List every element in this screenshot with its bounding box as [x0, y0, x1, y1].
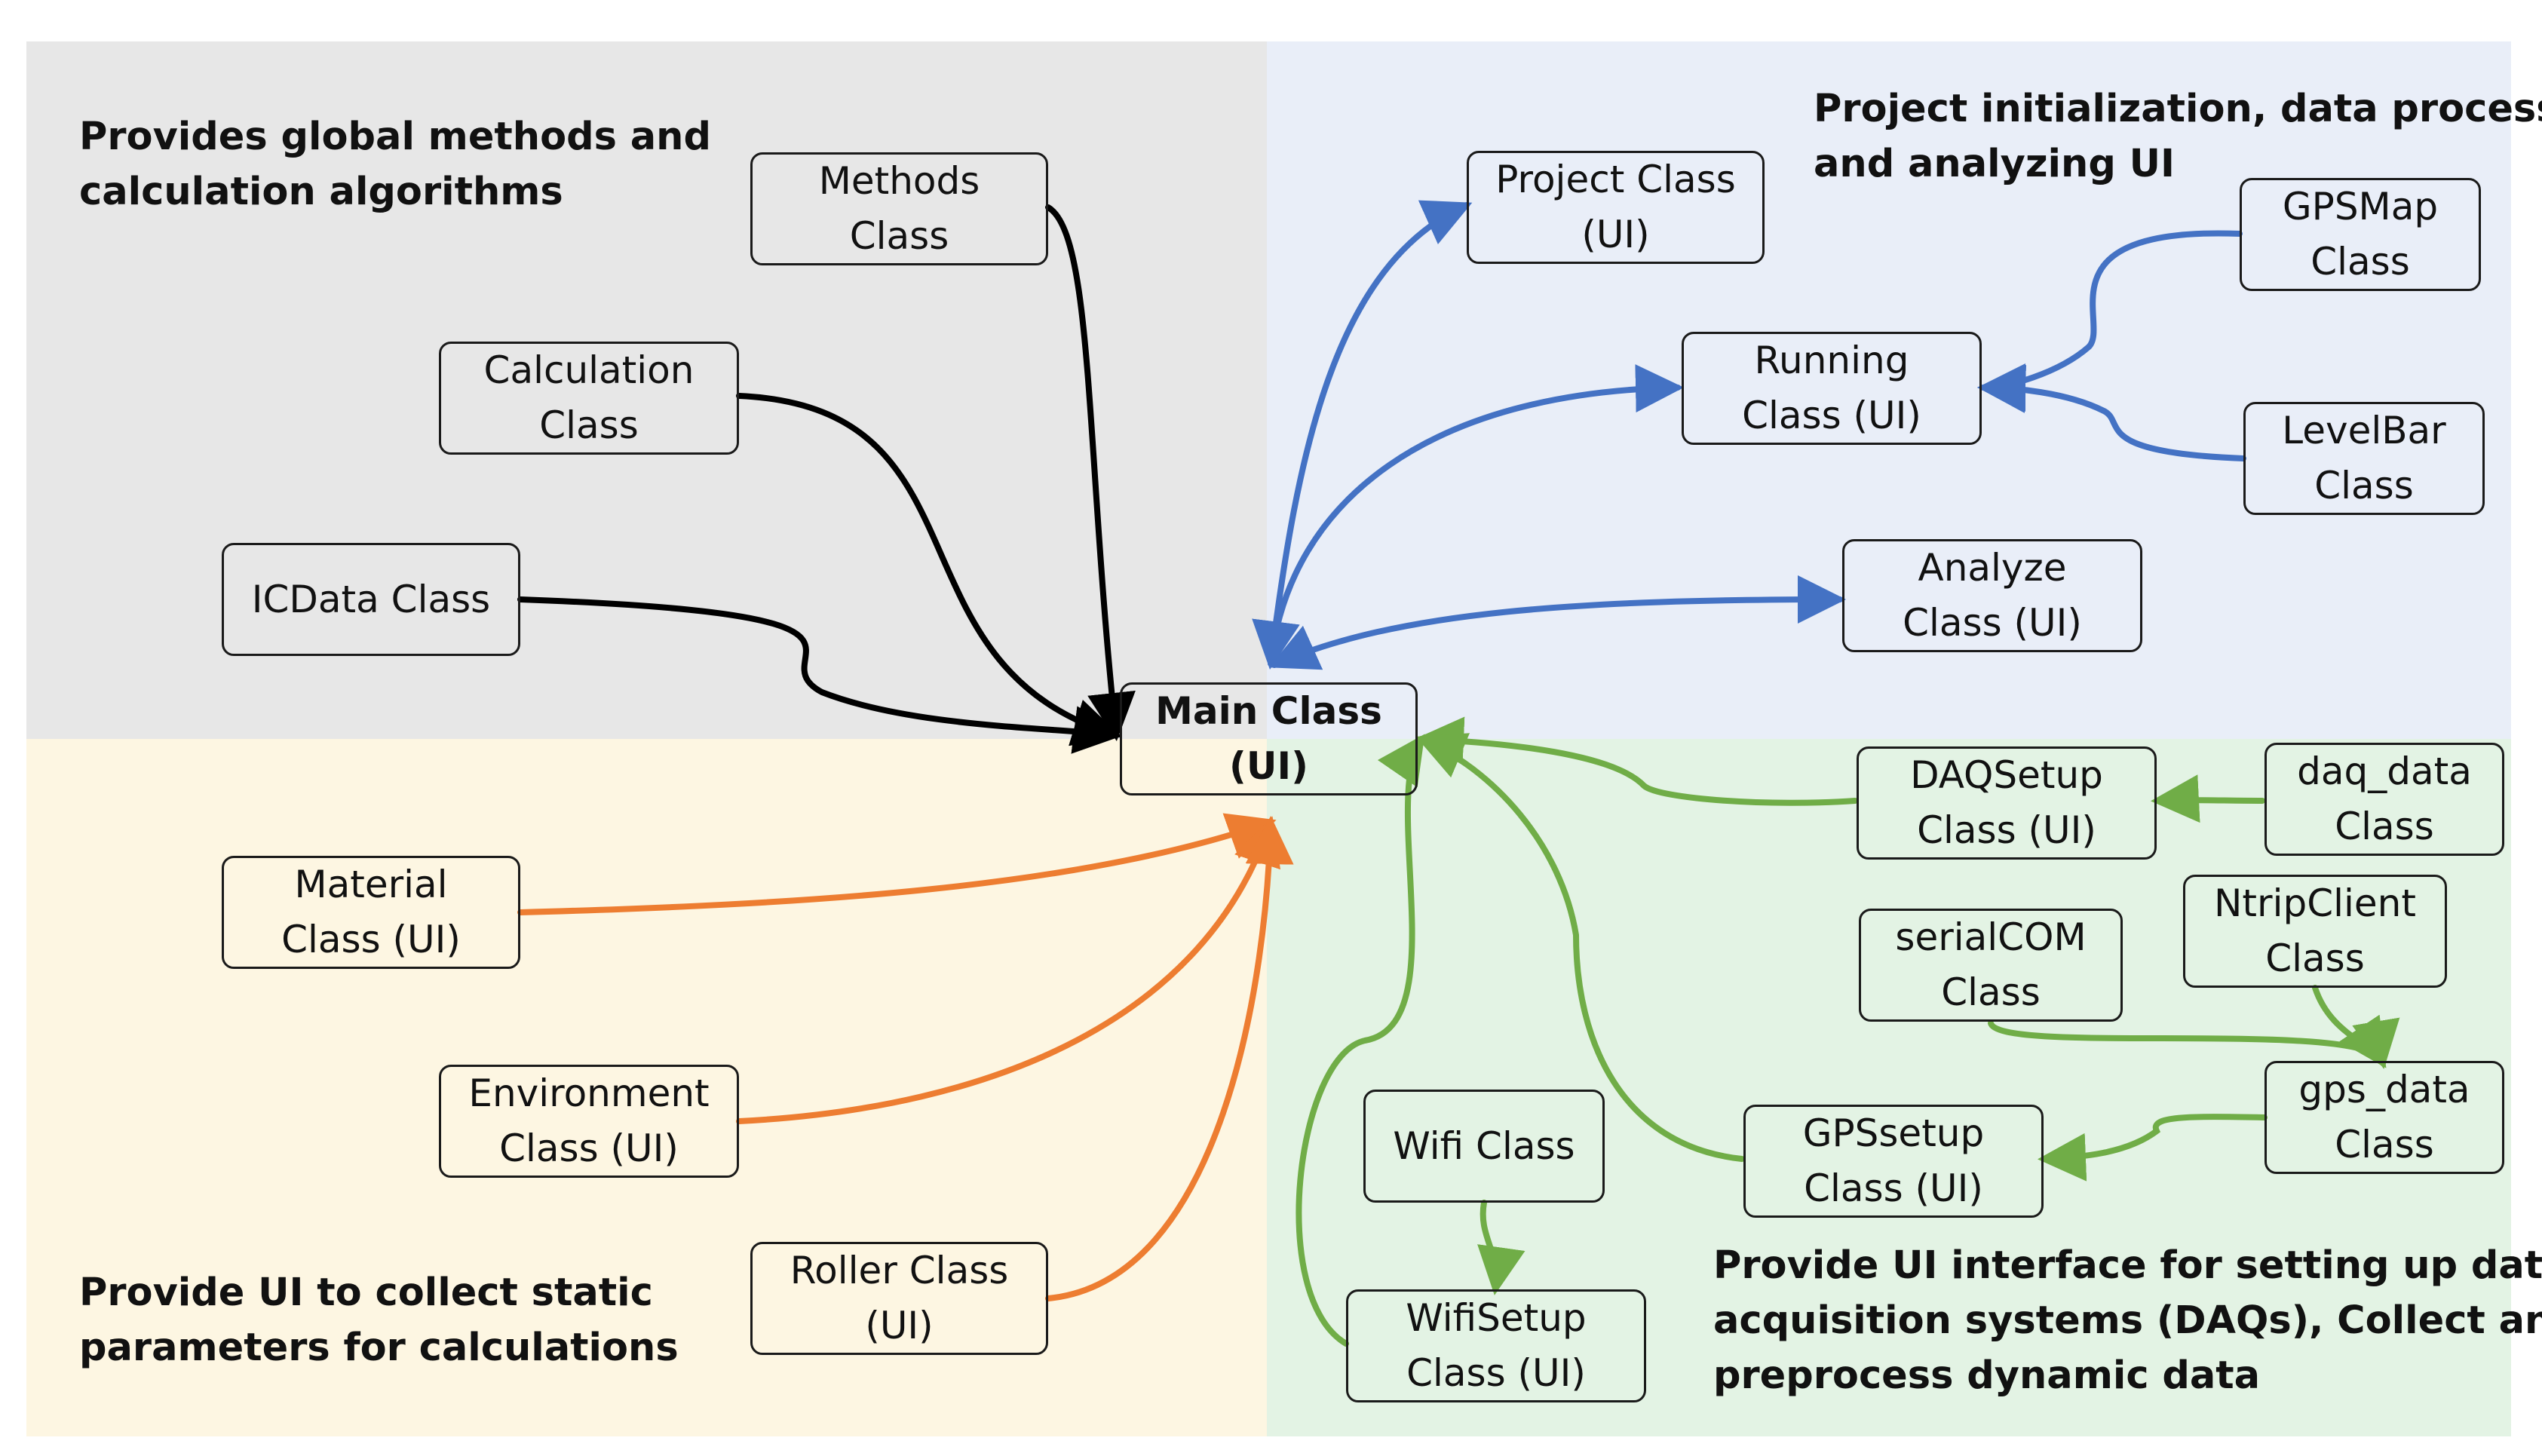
edge-material-main: [517, 813, 1277, 915]
edge-gpsmap-running: [1977, 230, 2243, 413]
edge-methods-main: [1045, 204, 1136, 741]
edge-icdata-main: [517, 596, 1122, 754]
edge-main-analyze: [1268, 575, 1846, 670]
edge-daqdata-daqsetup: [2151, 774, 2265, 823]
edge-levelbar-running: [1977, 363, 2246, 461]
edge-gpssetup-main: [1415, 733, 1745, 1162]
caption-global-methods: Provides global methods and calculation …: [79, 115, 711, 214]
node-wifi-class: Wifi Class: [1363, 1090, 1605, 1203]
node-icdata-class: ICData Class: [222, 543, 520, 656]
edge-wifi-wifisetup: [1477, 1200, 1526, 1295]
edge-daqsetup-main: [1415, 716, 1858, 806]
node-roller-class: Roller Class(UI): [750, 1242, 1048, 1355]
edge-ntripclient-gpsdata: [2312, 985, 2387, 1068]
global-methods-region: [26, 41, 1267, 739]
static-params-region: [26, 739, 1267, 1436]
edge-wifisetup-main: [1296, 734, 1425, 1347]
edge-main-running: [1268, 364, 1684, 667]
edge-main-project: [1252, 200, 1473, 670]
edge-serialcom-gpsdata: [1988, 1017, 2399, 1069]
caption-static-params: Provide UI to collect static parameters …: [79, 1271, 679, 1370]
edge-calculation-main: [736, 393, 1122, 746]
node-main-class: Main Class(UI): [1120, 682, 1418, 795]
edge-roller-main: [1045, 816, 1294, 1301]
caption-project-ui: Project initialization, data process and…: [1814, 87, 2542, 186]
edge-gpsdata-gpssetup: [2038, 1114, 2268, 1182]
caption-daq: Provide UI interface for setting up data…: [1713, 1243, 2542, 1398]
node-project-class: Project Class(UI): [1467, 151, 1765, 264]
edge-environment-main: [736, 816, 1280, 1124]
